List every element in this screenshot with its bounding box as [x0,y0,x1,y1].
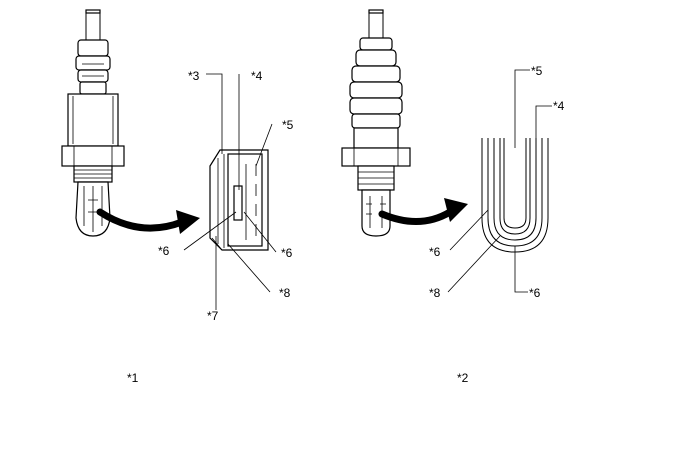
right-arrow [378,198,468,226]
left-oxygen-sensor [61,9,125,237]
callout-4-left: *4 [251,69,263,83]
left-sensor-element-cutaway [209,149,269,251]
callout-3-left: *3 [188,69,200,83]
callout-6-right-a: *6 [429,245,441,259]
callout-5-right: *5 [531,64,543,78]
callout-6-right-b: *6 [529,286,541,300]
callout-4-right: *4 [553,99,565,113]
callout-6-left-b: *6 [281,246,293,260]
right-sensor-element-cup [481,138,549,253]
caption-left: *1 [127,371,139,385]
caption-right: *2 [457,371,469,385]
right-leader-lines [447,69,552,293]
callout-8-left: *8 [279,286,291,300]
callout-7-left: *7 [207,309,219,323]
right-oxygen-sensor [341,9,411,237]
callout-8-right: *8 [429,286,441,300]
left-leader-lines [183,73,277,310]
callout-6-left-a: *6 [158,244,170,258]
left-arrow [96,208,200,234]
callout-5-left: *5 [282,118,294,132]
